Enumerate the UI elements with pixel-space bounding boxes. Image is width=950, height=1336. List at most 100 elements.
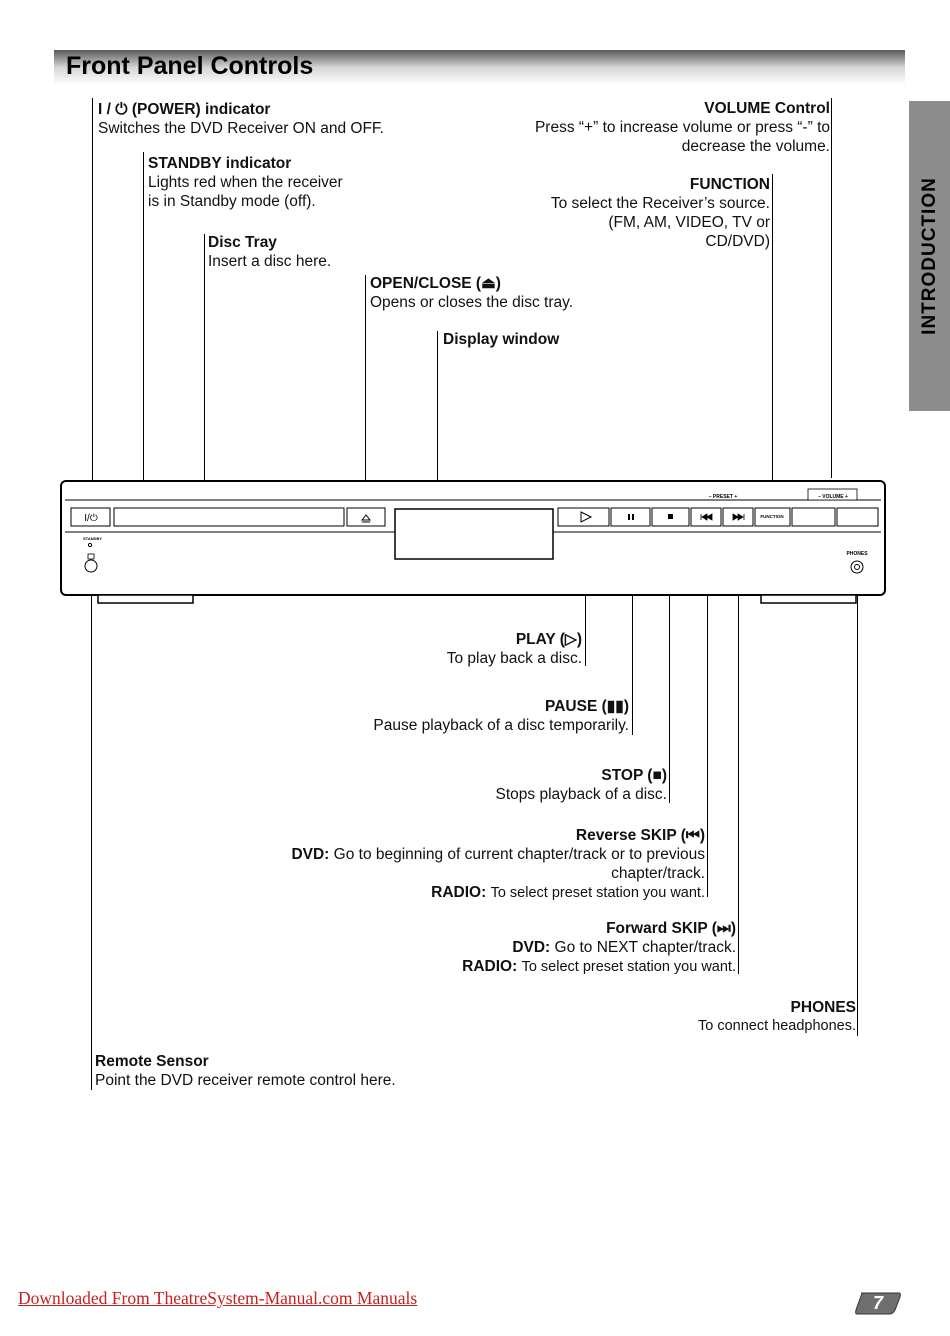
volume-text: – VOLUME + bbox=[818, 494, 848, 500]
open-close-title: OPEN/CLOSE (⏏) bbox=[370, 275, 501, 292]
standby-text: STANDBY bbox=[83, 536, 102, 541]
preset-text: – PRESET + bbox=[709, 494, 738, 500]
page-number-badge: 7 bbox=[855, 1291, 901, 1315]
open-close-label: OPEN/CLOSE (⏏) Opens or closes the disc … bbox=[370, 274, 573, 312]
reverse-skip-radio-desc: To select preset station you want. bbox=[490, 885, 705, 901]
open-close-button bbox=[346, 507, 386, 527]
play-desc: To play back a disc. bbox=[446, 650, 582, 667]
standby-desc-1: Lights red when the receiver bbox=[148, 174, 343, 191]
reverse-skip-dvd-desc-1: Go to beginning of current chapter/track… bbox=[333, 846, 705, 863]
function-desc-1: To select the Receiver’s source. bbox=[550, 195, 770, 212]
volume-title: VOLUME Control bbox=[704, 100, 830, 117]
leader-power bbox=[92, 98, 93, 510]
reverse-skip-title: Reverse SKIP (⏮) bbox=[575, 827, 705, 844]
standby-title: STANDBY indicator bbox=[148, 155, 292, 172]
forward-skip-radio-desc: To select preset station you want. bbox=[521, 959, 736, 975]
page-number: 7 bbox=[872, 1293, 883, 1313]
forward-skip-dvd-label: DVD: bbox=[512, 939, 551, 956]
reverse-skip-dvd-desc-2: chapter/track. bbox=[611, 865, 705, 882]
stop-title: STOP (■) bbox=[601, 767, 667, 784]
left-foot bbox=[97, 594, 194, 604]
leader-open-close bbox=[365, 275, 366, 509]
reverse-skip-dvd-line: DVD: Go to beginning of current chapter/… bbox=[291, 845, 705, 864]
leader-display bbox=[437, 331, 438, 536]
function-button bbox=[754, 507, 791, 527]
section-tab-label: INTRODUCTION bbox=[918, 177, 940, 335]
volume-plus-button bbox=[836, 507, 879, 527]
volume-label: VOLUME Control Press “+” to increase vol… bbox=[535, 99, 830, 156]
forward-skip-label: Forward SKIP (⏭) DVD: Go to NEXT chapter… bbox=[462, 919, 736, 977]
power-desc: Switches the DVD Receiver ON and OFF. bbox=[98, 120, 384, 137]
leader-stop bbox=[669, 517, 670, 803]
page-title-bar: Front Panel Controls bbox=[54, 50, 905, 85]
right-foot bbox=[760, 594, 857, 604]
section-tab: INTRODUCTION bbox=[909, 101, 950, 411]
play-icon bbox=[580, 511, 593, 523]
power-title: (POWER) indicator bbox=[131, 101, 271, 118]
pause-title: PAUSE (▮▮) bbox=[545, 698, 629, 715]
leader-reverse bbox=[707, 517, 708, 897]
leader-remote bbox=[91, 560, 92, 1090]
function-label: FUNCTION To select the Receiver’s source… bbox=[551, 175, 770, 251]
phones-jack bbox=[850, 560, 864, 574]
function-desc-3: CD/DVD) bbox=[705, 233, 770, 250]
volume-minus-button bbox=[791, 507, 836, 527]
reverse-skip-radio-label: RADIO: bbox=[431, 884, 487, 901]
reverse-skip-icon bbox=[700, 513, 713, 521]
eject-icon bbox=[360, 514, 372, 523]
power-button-label: I/⏻ bbox=[84, 513, 98, 524]
reverse-skip-dvd-label: DVD: bbox=[291, 846, 330, 863]
page-number-shape bbox=[855, 1292, 901, 1315]
disc-tray bbox=[113, 507, 345, 527]
power-button bbox=[70, 507, 111, 527]
remote-sensor bbox=[84, 559, 98, 573]
function-text: FUNCTION bbox=[760, 514, 783, 519]
stop-desc: Stops playback of a disc. bbox=[495, 786, 667, 803]
footer-download-link[interactable]: Downloaded From TheatreSystem-Manual.com… bbox=[18, 1288, 418, 1308]
leader-disc-tray bbox=[204, 234, 205, 512]
phones-label: PHONES To connect headphones. bbox=[698, 998, 856, 1036]
stop-label: STOP (■) Stops playback of a disc. bbox=[496, 766, 667, 804]
forward-skip-dvd-desc: Go to NEXT chapter/track. bbox=[554, 939, 736, 956]
remote-sensor-window bbox=[87, 553, 95, 560]
function-desc-2: (FM, AM, VIDEO, TV or bbox=[608, 214, 770, 231]
standby-desc-2: is in Standby mode (off). bbox=[148, 193, 316, 210]
forward-skip-title: Forward SKIP (⏭) bbox=[606, 920, 736, 937]
phones-desc: To connect headphones. bbox=[697, 1018, 856, 1034]
leader-function bbox=[772, 174, 773, 512]
standby-label: STANDBY indicator Lights red when the re… bbox=[148, 154, 343, 211]
disc-tray-desc: Insert a disc here. bbox=[208, 253, 332, 270]
display-window-title: Display window bbox=[443, 331, 560, 348]
leader-forward bbox=[738, 517, 739, 974]
play-button bbox=[557, 507, 610, 527]
leader-standby bbox=[143, 152, 144, 544]
remote-sensor-desc: Point the DVD receiver remote control he… bbox=[95, 1072, 396, 1089]
open-close-desc: Opens or closes the disc tray. bbox=[370, 294, 574, 311]
forward-skip-icon bbox=[732, 513, 745, 521]
standby-led bbox=[87, 542, 93, 548]
display-window-label: Display window bbox=[443, 330, 559, 349]
disc-tray-title: Disc Tray bbox=[208, 234, 277, 251]
pause-desc: Pause playback of a disc temporarily. bbox=[373, 717, 629, 734]
phones-text: PHONES bbox=[846, 551, 868, 557]
leader-phones bbox=[857, 568, 858, 1036]
play-title: PLAY (▷) bbox=[515, 631, 582, 648]
power-label: I / ⏻ (POWER) indicator Switches the DVD… bbox=[98, 100, 384, 138]
leader-volume-right bbox=[831, 98, 832, 478]
volume-label-box bbox=[807, 488, 858, 501]
phones-title: PHONES bbox=[790, 999, 856, 1016]
reverse-skip-label: Reverse SKIP (⏮) DVD: Go to beginning of… bbox=[291, 826, 705, 903]
display-window bbox=[394, 508, 554, 560]
dvd-receiver-front-panel: I/⏻ STANDBY – PRESET + FUNCTION – VOLUME… bbox=[60, 480, 886, 604]
pause-label: PAUSE (▮▮) Pause playback of a disc temp… bbox=[373, 697, 629, 735]
page-title: Front Panel Controls bbox=[66, 52, 314, 80]
phones-jack-inner bbox=[854, 564, 860, 570]
volume-desc-1: Press “+” to increase volume or press “-… bbox=[534, 119, 830, 136]
disc-tray-label: Disc Tray Insert a disc here. bbox=[208, 233, 331, 271]
forward-skip-radio-label: RADIO: bbox=[462, 958, 518, 975]
remote-sensor-title: Remote Sensor bbox=[95, 1053, 209, 1070]
volume-desc-2: decrease the volume. bbox=[681, 138, 830, 155]
pause-button bbox=[610, 507, 651, 527]
remote-sensor-label: Remote Sensor Point the DVD receiver rem… bbox=[95, 1052, 396, 1090]
power-symbol: I / ⏻ bbox=[98, 101, 128, 118]
